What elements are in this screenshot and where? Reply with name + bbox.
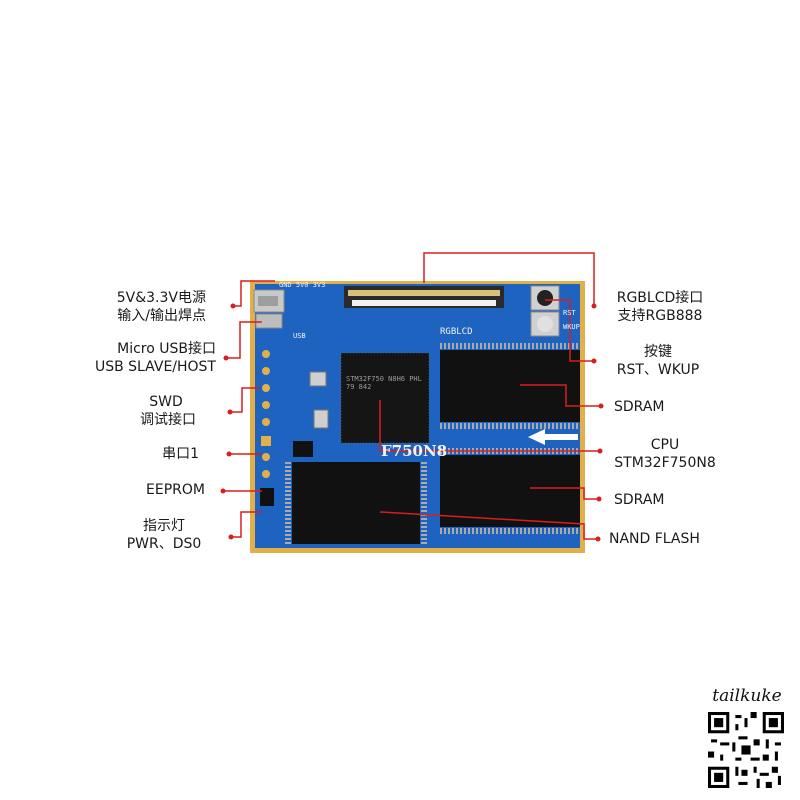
sdram-chip-2 <box>440 455 580 527</box>
crystal <box>309 371 327 387</box>
label-rgblcd: RGBLCD接口 支持RGB888 <box>616 290 704 324</box>
label-nand-flash: NAND FLASH <box>609 531 700 547</box>
label-power: 5V&3.3V电源 输入/输出焊点 <box>116 290 206 324</box>
uart-ic <box>293 441 313 457</box>
board-arrow <box>528 429 578 445</box>
sdram-chip-1 <box>440 350 580 422</box>
label-swd: SWD 调试接口 <box>140 394 196 428</box>
label-usb: Micro USB接口 USB SLAVE/HOST <box>94 341 216 375</box>
label-uart: 串口1 <box>162 446 199 462</box>
eeprom-ic <box>260 488 274 506</box>
label-cpu: CPU STM32F750N8 <box>614 437 716 471</box>
nand-flash-chip <box>292 462 420 544</box>
leader-lines <box>223 252 601 540</box>
label-sdram-2: SDRAM <box>614 492 665 508</box>
silk-usb: USB <box>293 332 306 340</box>
brand-watermark: tailkuke <box>712 686 782 706</box>
silk-power-pins: GND 5V0 3V3 <box>279 281 326 289</box>
silk-wkup: WKUP <box>563 323 580 331</box>
label-eeprom: EEPROM <box>146 482 205 498</box>
silk-board-name: F750N8 <box>381 442 448 460</box>
pin-header <box>261 350 271 478</box>
silk-rgblcd: RGBLCD <box>440 327 473 337</box>
label-keys: 按键 RST、WKUP <box>616 344 700 378</box>
silk-rst: RST <box>563 309 576 317</box>
mcu-chip <box>341 353 429 443</box>
qr-code-icon <box>708 712 784 788</box>
label-sdram-1: SDRAM <box>614 399 665 415</box>
silk-mcu-text: STM32F750 N8H6 PHL 79 842 <box>346 375 422 391</box>
label-led: 指示灯 PWR、DS0 <box>126 518 202 552</box>
